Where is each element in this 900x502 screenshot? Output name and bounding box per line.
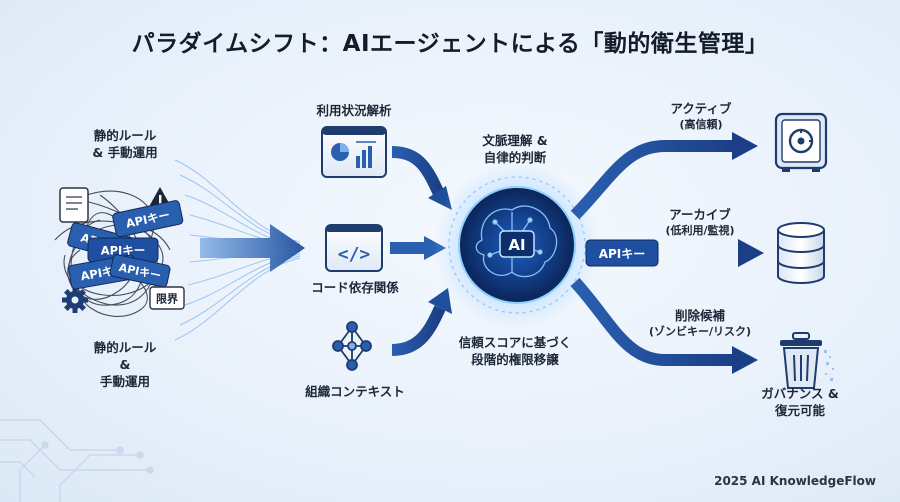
api-tag-3-label: APIキー [101, 244, 146, 258]
arrowhead-active [732, 132, 758, 160]
ai-core-label: AI [508, 236, 525, 254]
static-rules-bottom-label: 静的ルール & 手動運用 [60, 339, 190, 390]
code-dependency-label: コード依存関係 [311, 280, 399, 295]
static-rules-bottom-line3: 手動運用 [99, 374, 150, 389]
usage-analysis-box [321, 126, 387, 178]
circuit-decoration [0, 419, 154, 502]
static-rules-bottom-line2: & [119, 357, 131, 372]
org-context-label: 組織コンテキスト [305, 384, 405, 399]
context-judgment-line1: 文脈理解 & [482, 133, 548, 148]
footer-credit: 2025 AI KnowledgeFlow [714, 474, 876, 488]
governance-line1: ガバナンス & [761, 386, 839, 401]
limit-badge: 限界 [149, 286, 185, 310]
active-sub: (高信頼) [679, 118, 723, 131]
api-tag-3: APIキー [87, 237, 159, 263]
network-nodes-icon [332, 321, 372, 371]
delete-candidate-label: 削除候補 (ゾンビキー/リスク) [632, 307, 768, 339]
trust-score-line1: 信頼スコアに基づく [458, 335, 572, 350]
static-rules-bottom-line1: 静的ルール [93, 340, 157, 355]
api-tag-2: APIキー [112, 200, 184, 238]
delete-candidate-title: 削除候補 [674, 308, 725, 323]
output-arrows [570, 140, 740, 366]
limit-badge-label: 限界 [156, 292, 178, 306]
center-api-key-tag: APIキー [585, 239, 659, 267]
arrowhead-bottom [428, 288, 452, 314]
governance-line2: 復元可能 [774, 403, 825, 418]
trust-score-label: 信頼スコアに基づく 段階的権限移譲 [445, 334, 585, 368]
context-judgment-line2: 自律的判断 [483, 150, 547, 165]
code-dependency-box: </> [325, 224, 383, 272]
brain-circuit-icon [475, 205, 558, 278]
page-title: パラダイムシフト：AIエージェントによる「動的衛生管理」 [131, 31, 769, 57]
archive-sub: (低利用/監視) [665, 224, 735, 237]
static-rules-top-line2: & 手動運用 [92, 145, 158, 160]
archive-label: アーカイブ (低利用/監視) [640, 206, 760, 238]
arrowhead-archive [738, 239, 764, 267]
dashboard-chart-icon [331, 141, 376, 168]
api-tag-5: APIキー [109, 254, 171, 288]
static-rules-top-line1: 静的ルール [93, 128, 157, 143]
database-icon [777, 222, 825, 284]
usage-analysis-label: 利用状況解析 [316, 103, 392, 118]
delete-candidate-sub: (ゾンビキー/リスク) [648, 325, 752, 338]
document-icon [59, 187, 89, 223]
trash-can-icon [780, 332, 834, 389]
safe-vault-icon [774, 112, 828, 172]
static-rules-top-label: 静的ルール & 手動運用 [60, 127, 190, 161]
active-title: アクティブ [670, 101, 732, 116]
code-brackets-icon: </> [338, 244, 371, 265]
archive-title: アーカイブ [669, 207, 731, 222]
governance-label: ガバナンス & 復元可能 [745, 385, 855, 419]
context-judgment-label: 文脈理解 & 自律的判断 [455, 132, 575, 166]
active-label: アクティブ (高信頼) [646, 100, 756, 132]
gear-icon [62, 287, 88, 313]
ai-core: AI [433, 161, 601, 329]
center-api-key-label: APIキー [599, 247, 646, 261]
input-arrows [390, 146, 446, 356]
main-input-arrow [200, 224, 305, 272]
trust-score-line2: 段階的権限移譲 [471, 352, 559, 367]
arrowhead-delete [732, 346, 758, 374]
